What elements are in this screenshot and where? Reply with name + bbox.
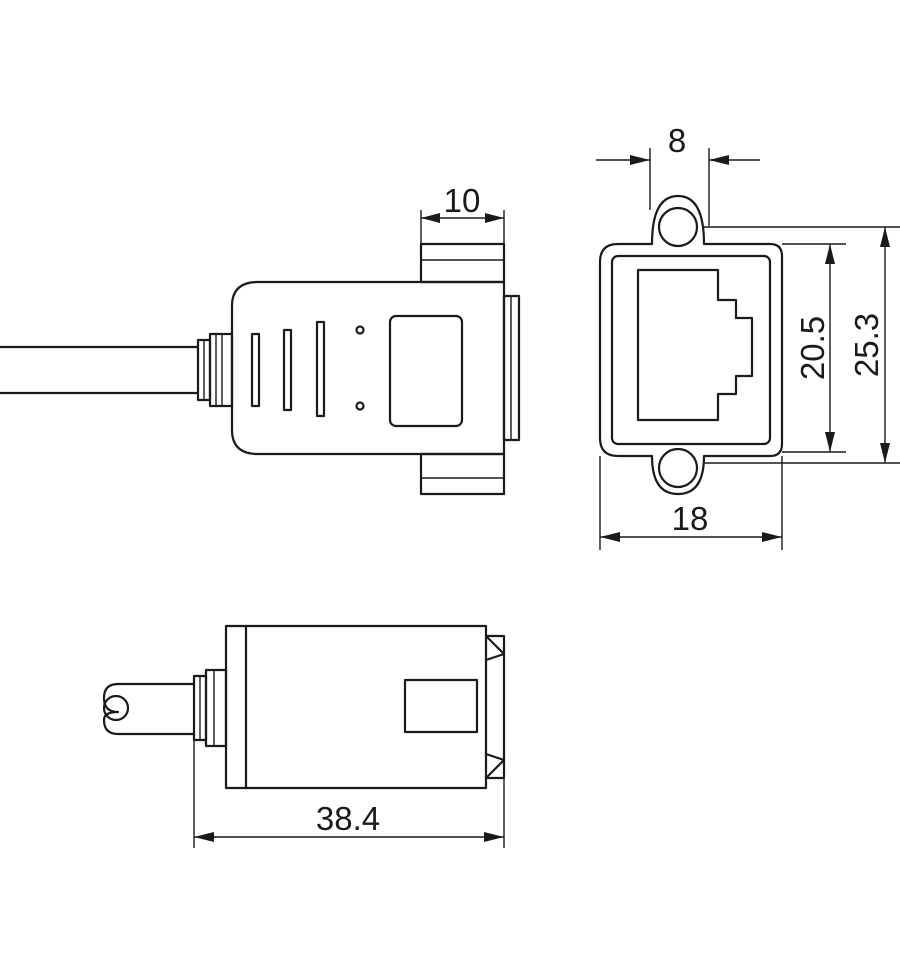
front-hole-top (657, 206, 699, 248)
dim-flange-width: 18 (599, 456, 783, 550)
dim-flange-total-height: 25.3 (704, 226, 900, 464)
front-flange-outline (598, 194, 784, 496)
dim-side-mount-width: 10 (420, 182, 505, 244)
side-dot-bottom (355, 401, 365, 411)
dim-label-38-4: 38.4 (316, 800, 380, 837)
top-view: 38.4 (102, 624, 506, 848)
side-flange-top (419, 242, 506, 284)
front-view: 8 20.5 25.3 18 (596, 122, 900, 550)
side-cable (0, 345, 200, 395)
top-front-chamfer (484, 634, 506, 780)
dim-flange-hole-spacing: 8 (596, 122, 760, 226)
dim-label-18: 18 (672, 500, 709, 537)
top-strain-relief (192, 668, 228, 748)
top-body (224, 624, 488, 790)
side-strain-relief (196, 332, 234, 408)
dim-jack-opening-height: 20.5 (782, 243, 846, 453)
side-grip-slots (250, 320, 326, 418)
front-rj45-opening (636, 268, 754, 422)
side-body (230, 280, 506, 456)
side-front-lip (502, 294, 521, 442)
dim-total-length: 38.4 (193, 740, 505, 848)
top-cable (102, 682, 196, 736)
front-inner-frame (610, 254, 772, 446)
dim-label-20-5: 20.5 (794, 316, 831, 380)
side-flange-bottom (419, 452, 506, 496)
dim-label-25-3: 25.3 (848, 313, 885, 377)
side-view: 10 (0, 182, 521, 496)
side-dot-top (355, 325, 365, 335)
front-hole-bottom (657, 447, 699, 489)
top-latch (403, 678, 479, 734)
dim-label-8: 8 (668, 122, 686, 159)
side-window (388, 314, 464, 428)
dim-label-10: 10 (444, 182, 481, 219)
